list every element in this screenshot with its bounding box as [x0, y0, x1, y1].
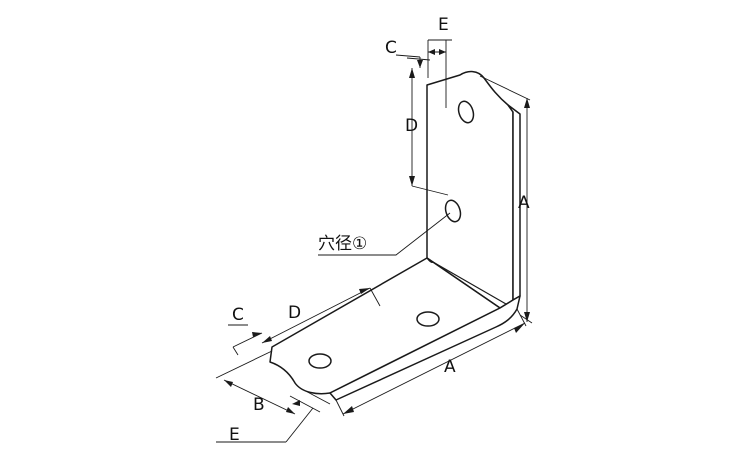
label-e-bottom: E — [229, 425, 240, 445]
label-c-horizontal: C — [232, 305, 244, 325]
horizontal-plate-edge — [329, 295, 521, 401]
hole-horizontal-outer — [308, 353, 332, 369]
label-c-vertical: C — [385, 38, 397, 58]
dimension-labels: A A B C C D D E E 穴径① — [229, 15, 530, 445]
label-b: B — [253, 395, 265, 415]
hole-lower-vertical — [444, 199, 462, 223]
label-a-vertical: A — [518, 193, 530, 213]
bend-curve — [426, 257, 434, 263]
hole-horizontal-inner — [416, 311, 440, 327]
label-e-top: E — [438, 15, 449, 35]
bend-line — [432, 261, 507, 305]
label-d-horizontal: D — [288, 303, 301, 323]
dimension-lines — [215, 39, 533, 443]
l-bracket — [269, 70, 521, 401]
label-hole-diameter: 穴径① — [318, 234, 367, 254]
hole-upper — [457, 100, 475, 124]
label-d-vertical: D — [405, 116, 418, 136]
label-a-horizontal: A — [444, 357, 456, 377]
